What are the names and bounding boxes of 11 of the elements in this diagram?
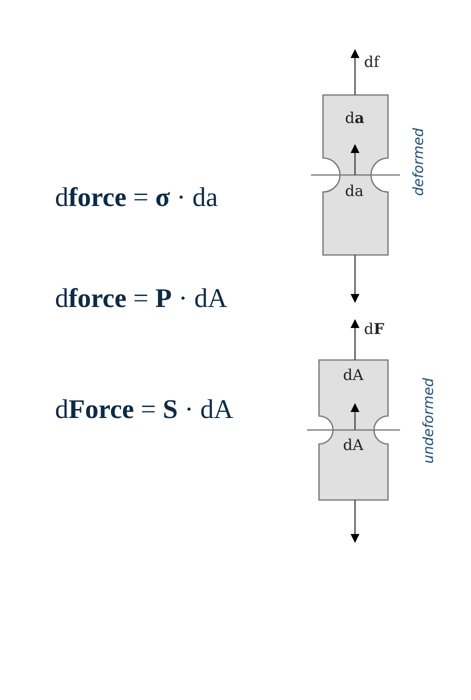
force-label: df	[364, 53, 380, 71]
state-label: undeformed	[421, 378, 437, 464]
area-label: dA	[343, 436, 364, 454]
force-label: dF	[364, 320, 384, 338]
equation: dforce = P · dA	[55, 282, 228, 314]
equation: dforce = σ · da	[55, 181, 218, 213]
area-label: da	[345, 109, 364, 127]
equation: dForce = S · dA	[55, 393, 234, 425]
area-label: dA	[343, 366, 364, 384]
state-label: deformed	[411, 128, 427, 196]
area-label: da	[345, 182, 364, 200]
